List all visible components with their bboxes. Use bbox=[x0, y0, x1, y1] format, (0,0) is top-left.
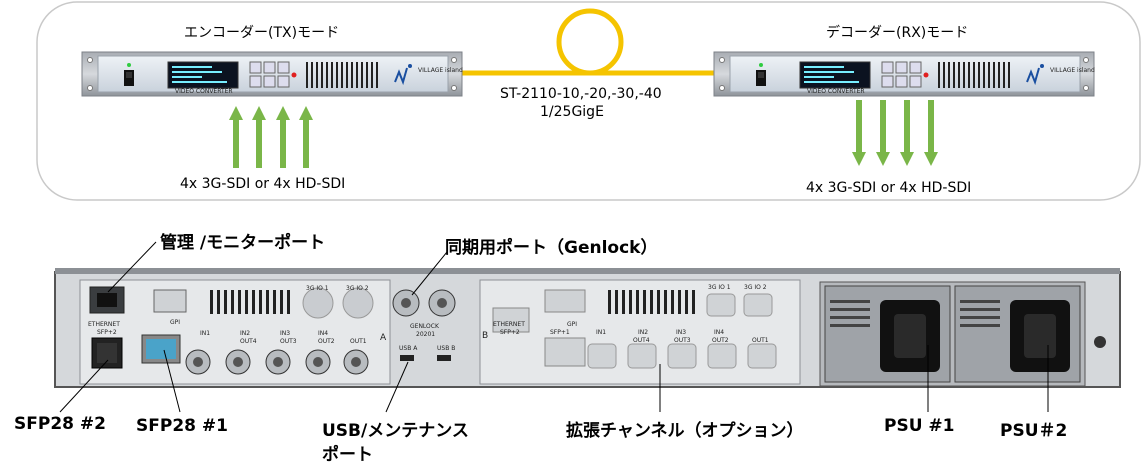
label-sfp28-1: SFP28 #1 bbox=[136, 416, 228, 436]
rp-in3: IN3 bbox=[280, 330, 290, 337]
label-usb-line2: ポート bbox=[322, 445, 373, 465]
rp-section-a: A bbox=[380, 333, 387, 343]
rp-b-out2: OUT2 bbox=[712, 337, 729, 344]
rx-output-arrows bbox=[852, 100, 938, 166]
label-management-port: 管理 /モニターポート bbox=[160, 233, 326, 253]
rp-b-in2: IN2 bbox=[638, 329, 648, 336]
rp-gpi: GPI bbox=[170, 319, 180, 326]
rp-genlock-num: 20201 bbox=[416, 331, 435, 338]
link-spec-line1: ST-2110-10,-20,-30,-40 bbox=[500, 86, 662, 102]
rp-io2: 3G IO 2 bbox=[346, 285, 369, 292]
rp-b-in1: IN1 bbox=[596, 329, 606, 336]
rp-b-in3: IN3 bbox=[676, 329, 686, 336]
tx-device bbox=[81, 51, 463, 97]
label-expansion-channel: 拡張チャンネル（オプション） bbox=[566, 421, 804, 441]
rp-b-sfp2: SFP+2 bbox=[500, 329, 520, 336]
rp-b-out4: OUT4 bbox=[633, 337, 650, 344]
rp-out1: OUT1 bbox=[350, 338, 367, 345]
rp-in2: IN2 bbox=[240, 330, 250, 337]
rp-out3: OUT3 bbox=[280, 338, 297, 345]
label-genlock-port: 同期用ポート（Genlock） bbox=[445, 238, 658, 258]
callout-lines bbox=[59, 241, 1049, 413]
rp-in1: IN1 bbox=[200, 330, 210, 337]
rp-b-in4: IN4 bbox=[714, 329, 724, 336]
fiber-link bbox=[460, 8, 716, 76]
rear-panel bbox=[54, 268, 1121, 388]
rp-b-sfp1: SFP+1 bbox=[550, 329, 570, 336]
rp-b-out1: OUT1 bbox=[752, 337, 769, 344]
rp-b-io1: 3G IO 1 bbox=[708, 284, 731, 291]
tx-brand: VILLAGE island bbox=[418, 67, 463, 74]
label-psu-1: PSU #1 bbox=[884, 416, 955, 436]
rp-io1: 3G IO 1 bbox=[306, 285, 329, 292]
label-sfp28-2: SFP28 #2 bbox=[14, 414, 106, 434]
rx-mode-title: デコーダー(RX)モード bbox=[826, 25, 969, 41]
rp-usb-a: USB A bbox=[399, 345, 418, 352]
rp-in4: IN4 bbox=[318, 330, 328, 337]
label-usb-line1: USB/メンテナンス bbox=[322, 421, 469, 441]
tx-mode-title: エンコーダー(TX)モード bbox=[184, 25, 340, 41]
rp-sfp2: SFP+2 bbox=[97, 329, 117, 336]
tx-panel-caption: VIDEO CONVERTER bbox=[175, 88, 233, 95]
rx-outputs-label: 4x 3G-SDI or 4x HD-SDI bbox=[806, 180, 972, 196]
tx-inputs-label: 4x 3G-SDI or 4x HD-SDI bbox=[180, 176, 346, 192]
rp-b-out3: OUT3 bbox=[674, 337, 691, 344]
rx-brand: VILLAGE island bbox=[1050, 67, 1095, 74]
rp-b-io2: 3G IO 2 bbox=[744, 284, 767, 291]
rp-b-gpi: GPI bbox=[567, 321, 577, 328]
tx-input-arrows bbox=[229, 106, 313, 168]
rp-ethernet: ETHERNET bbox=[88, 321, 120, 328]
rp-usb-b: USB B bbox=[437, 345, 455, 352]
rp-out4: OUT4 bbox=[240, 338, 257, 345]
rp-out2: OUT2 bbox=[318, 338, 335, 345]
rp-genlock: GENLOCK bbox=[410, 323, 440, 330]
rp-section-b: B bbox=[482, 331, 488, 341]
link-spec-line2: 1/25GigE bbox=[540, 104, 604, 120]
label-psu-2: PSU＃2 bbox=[1000, 421, 1068, 441]
rx-panel-caption: VIDEO CONVERTER bbox=[807, 88, 865, 95]
rp-b-ethernet: ETHERNET bbox=[493, 321, 525, 328]
rx-device bbox=[713, 51, 1095, 97]
